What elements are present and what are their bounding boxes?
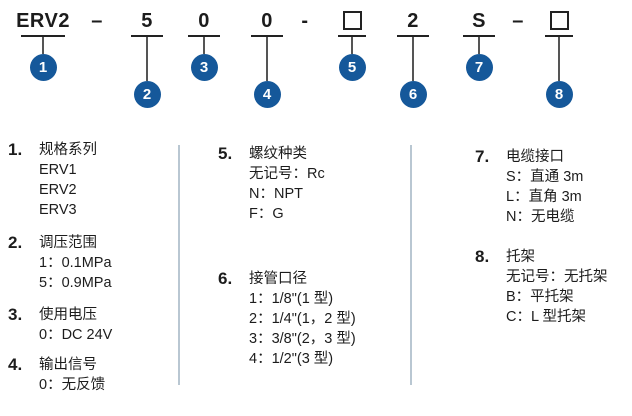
connector-line xyxy=(203,37,205,54)
legend-section-2: 2. 调压范围 1：0.1MPa 5：0.9MPa xyxy=(8,233,112,293)
code-segment-bracket: 8 xyxy=(545,8,573,108)
column-divider xyxy=(410,145,412,385)
connector-line xyxy=(351,37,353,54)
legend-section-4: 4. 输出信号 0：无反馈 xyxy=(8,355,105,395)
section-line: 1：1/8"(1 型) xyxy=(249,291,334,307)
connector-line xyxy=(412,37,414,81)
section-line: ERV1 xyxy=(39,162,77,178)
legend-section-7: 7. 电缆接口 S：直通 3m L：直角 3m N：无电缆 xyxy=(475,147,583,227)
section-number: 4. xyxy=(8,355,23,374)
section-title: 使用电压 xyxy=(39,307,97,323)
code-text: 0 xyxy=(261,10,273,32)
section-line: 无记号：Rc xyxy=(249,166,325,182)
callout-circle-1: 1 xyxy=(29,54,57,81)
legend-section-5: 5. 螺纹种类 无记号：Rc N：NPT F：G xyxy=(218,144,325,224)
callout-circle-7: 7 xyxy=(465,54,493,81)
underline xyxy=(397,35,429,37)
section-line: 2：1/4"(1，2 型) xyxy=(249,311,356,327)
connector-line xyxy=(146,37,148,81)
code-text: 5 xyxy=(141,10,153,32)
underline xyxy=(21,35,65,37)
section-line: 0：DC 24V xyxy=(39,327,113,343)
callout-circle-2: 2 xyxy=(133,81,161,108)
model-code-area: ERV2 1 – 5 2 0 3 0 4 - 5 2 6 xyxy=(0,0,632,130)
code-text: 0 xyxy=(198,10,210,32)
code-segment-pressure: 5 2 xyxy=(131,8,163,108)
legend-section-1: 1. 规格系列 ERV1 ERV2 ERV3 xyxy=(8,140,97,220)
section-title: 接管口径 xyxy=(249,271,307,287)
section-line: 无记号：无托架 xyxy=(506,269,608,285)
callout-circle-8: 8 xyxy=(545,81,573,108)
section-line: C：L 型托架 xyxy=(506,309,587,325)
code-segment-thread: 5 xyxy=(338,8,366,81)
section-line: L：直角 3m xyxy=(506,189,582,205)
connector-line xyxy=(42,37,44,54)
empty-option-box xyxy=(549,11,569,30)
code-segment-voltage: 0 3 xyxy=(188,8,220,81)
callout-circle-5: 5 xyxy=(338,54,366,81)
legend-section-8: 8. 托架 无记号：无托架 B：平托架 C：L 型托架 xyxy=(475,247,608,327)
underline xyxy=(188,35,220,37)
section-title: 规格系列 xyxy=(39,142,97,158)
dash-text: – xyxy=(91,10,103,32)
section-line: 1：0.1MPa xyxy=(39,255,112,271)
underline xyxy=(338,35,366,37)
section-number: 8. xyxy=(475,247,490,266)
connector-line xyxy=(266,37,268,81)
section-line: N：NPT xyxy=(249,186,303,202)
section-number: 5. xyxy=(218,144,233,163)
underline xyxy=(131,35,163,37)
code-segment-port-size: 2 6 xyxy=(397,8,429,108)
empty-option-box xyxy=(342,11,362,30)
legend-section-6: 6. 接管口径 1：1/8"(1 型) 2：1/4"(1，2 型) 3：3/8"… xyxy=(218,269,356,369)
callout-circle-4: 4 xyxy=(253,81,281,108)
section-line: 4：1/2"(3 型) xyxy=(249,351,334,367)
section-line: ERV3 xyxy=(39,202,77,218)
section-line: 0：无反馈 xyxy=(39,377,106,393)
code-text: S xyxy=(472,10,486,32)
section-line: 3：3/8"(2，3 型) xyxy=(249,331,356,347)
callout-circle-3: 3 xyxy=(190,54,218,81)
callout-circle-6: 6 xyxy=(399,81,427,108)
section-line: 5：0.9MPa xyxy=(39,275,112,291)
code-separator: - xyxy=(301,8,308,34)
code-text: ERV2 xyxy=(16,10,70,32)
code-text: 2 xyxy=(407,10,419,32)
code-separator: – xyxy=(512,8,524,34)
section-line: N：无电缆 xyxy=(506,209,575,225)
underline xyxy=(545,35,573,37)
section-line: S：直通 3m xyxy=(506,169,584,185)
code-separator: – xyxy=(91,8,103,34)
section-line: ERV2 xyxy=(39,182,77,198)
connector-line xyxy=(558,37,560,81)
dash-text: - xyxy=(301,10,309,32)
connector-line xyxy=(478,37,480,54)
underline xyxy=(251,35,283,37)
section-line: B：平托架 xyxy=(506,289,574,305)
code-segment-series: ERV2 1 xyxy=(16,8,69,81)
underline xyxy=(463,35,495,37)
dash-text: – xyxy=(512,10,524,32)
code-segment-cable: S 7 xyxy=(463,8,495,81)
section-title: 调压范围 xyxy=(39,235,97,251)
section-number: 7. xyxy=(475,147,490,166)
legend-section-3: 3. 使用电压 0：DC 24V xyxy=(8,305,112,345)
code-segment-output: 0 4 xyxy=(251,8,283,108)
section-number: 6. xyxy=(218,269,233,288)
section-title: 托架 xyxy=(506,249,535,265)
section-title: 螺纹种类 xyxy=(249,146,307,162)
section-title: 电缆接口 xyxy=(506,149,564,165)
section-number: 2. xyxy=(8,233,23,252)
column-divider xyxy=(178,145,180,385)
section-line: F：G xyxy=(249,206,284,222)
section-number: 1. xyxy=(8,140,23,159)
section-number: 3. xyxy=(8,305,23,324)
section-title: 输出信号 xyxy=(39,357,97,373)
